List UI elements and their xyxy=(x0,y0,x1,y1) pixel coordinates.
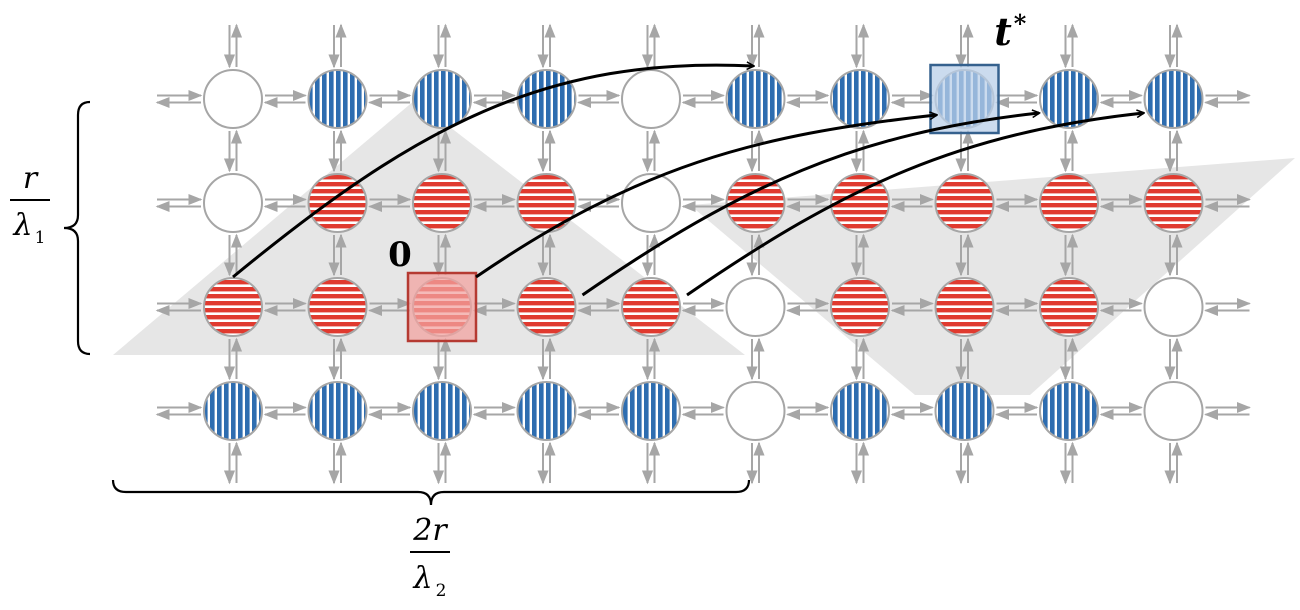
node-red-r1-c3 xyxy=(516,173,577,233)
connection-arrow-2 xyxy=(475,115,937,279)
horizontal-fraction-numerator: 2r xyxy=(412,513,448,548)
node-red-r1-c9 xyxy=(1143,173,1204,233)
origin-label: 0 xyxy=(388,235,412,275)
node-red-r1-c6 xyxy=(830,173,890,233)
vertical-fraction-denominator-symbol: λ xyxy=(12,208,32,243)
node-blue-r0-c5 xyxy=(725,69,786,129)
node-empty-r2-c9 xyxy=(1143,277,1204,337)
node-empty-r0-c0 xyxy=(203,69,263,129)
node-red-r1-c7 xyxy=(934,173,995,233)
highlight-boxes xyxy=(406,63,1000,343)
node-red-r2-c4 xyxy=(621,277,681,337)
connection-arrow-4 xyxy=(686,113,1144,297)
node-red-r1-c8 xyxy=(1039,173,1099,233)
node-empty-r0-c4 xyxy=(621,69,681,129)
connection-arrow-1 xyxy=(232,65,754,279)
vertical-fraction-denominator-subscript: 1 xyxy=(35,228,46,248)
node-blue-r0-c1 xyxy=(307,69,368,129)
node-blue-r3-c7 xyxy=(934,381,995,441)
node-blue-r0-c8 xyxy=(1039,69,1099,129)
node-red-r2-c6 xyxy=(830,277,890,337)
node-red-r1-c5 xyxy=(725,173,786,233)
node-blue-r3-c8 xyxy=(1039,381,1099,441)
vertical-fraction-numerator: r xyxy=(23,161,39,196)
node-red-r2-c7 xyxy=(934,277,995,337)
node-blue-r3-c2 xyxy=(412,381,472,441)
connection-arrow-3 xyxy=(581,113,1040,297)
node-red-r1-c1 xyxy=(307,173,368,233)
node-red-r2-c8 xyxy=(1039,277,1099,337)
node-red-r2-c1 xyxy=(307,277,368,337)
connection-arrows xyxy=(232,65,1144,297)
node-blue-r0-c6 xyxy=(830,69,890,129)
node-empty-r2-c5 xyxy=(725,277,786,337)
target-highlight-box xyxy=(929,63,1000,135)
node-red-r1-c2 xyxy=(412,173,472,233)
node-blue-r3-c3 xyxy=(516,381,577,441)
horizontal-fraction-denominator-symbol: λ xyxy=(412,561,432,596)
node-blue-r3-c6 xyxy=(830,381,890,441)
horizontal-brace xyxy=(111,479,751,506)
node-blue-r3-c0 xyxy=(203,381,263,441)
node-blue-r0-c3 xyxy=(516,69,577,129)
target-label: t xyxy=(994,9,1012,54)
node-red-r2-c0 xyxy=(203,277,263,337)
origin-highlight-box xyxy=(406,271,478,343)
node-empty-r1-c0 xyxy=(203,173,263,233)
lattice-nodes xyxy=(203,69,1204,441)
node-blue-r0-c2 xyxy=(412,69,472,129)
node-empty-r3-c9 xyxy=(1143,381,1204,441)
node-empty-r1-c4 xyxy=(621,173,681,233)
target-label-superscript: * xyxy=(1014,9,1027,38)
node-blue-r0-c9 xyxy=(1143,69,1204,129)
vertical-brace xyxy=(63,100,91,356)
lattice-edges xyxy=(155,23,1251,485)
node-blue-r3-c4 xyxy=(621,381,681,441)
horizontal-fraction-denominator-subscript: 2 xyxy=(436,581,447,601)
node-blue-r3-c1 xyxy=(307,381,368,441)
node-red-r2-c3 xyxy=(516,277,577,337)
node-empty-r3-c5 xyxy=(725,381,786,441)
